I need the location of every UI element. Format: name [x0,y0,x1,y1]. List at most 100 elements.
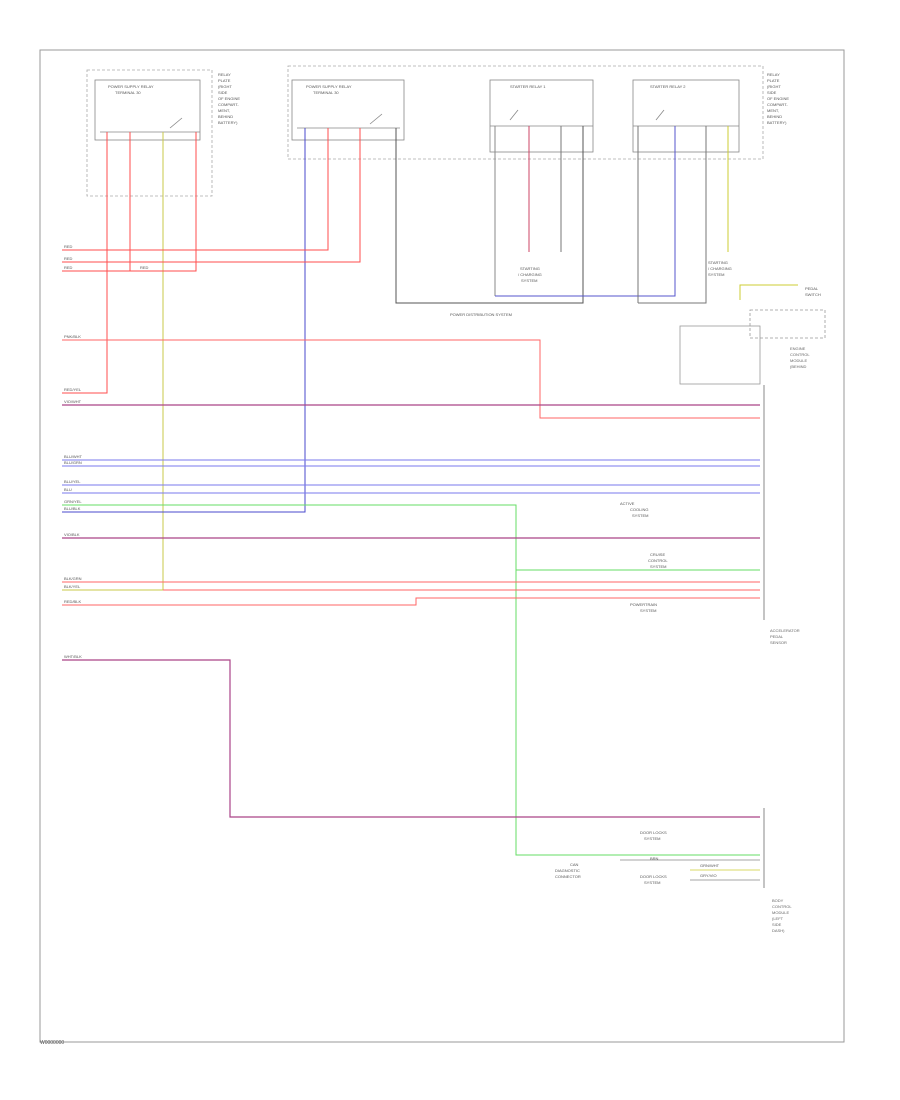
wire-label-red-1: RED [64,244,73,249]
wire-label-grn-yel: GRN/YEL [64,499,82,504]
svg-text:PEDAL: PEDAL [805,286,819,291]
wire-blu-drop [62,128,306,513]
svg-text:PLATE: PLATE [218,78,231,83]
svg-text:CRUISE: CRUISE [650,552,665,557]
relay-plate-note-right: RELAY PLATE (RIGHT SIDE OF ENGINE COMPAR… [767,72,789,125]
svg-text:RELAY: RELAY [767,72,780,77]
svg-text:SIDE: SIDE [772,922,782,927]
wire-label-red-t: RED [140,265,149,270]
wire-label-blu-yel: BLU/YEL [64,479,81,484]
diagram-footer-code: W0000000 [40,1040,65,1046]
svg-text:BATTERY): BATTERY) [767,120,787,125]
pedal-switch-note: PEDAL SWITCH [805,286,821,297]
svg-text:(RIGHT: (RIGHT [218,84,232,89]
wire-starter2-c [638,126,707,304]
powertrain-reference: POWERTRAIN SYSTEM [630,602,657,613]
wire-label-red-blk: RED/BLK [64,599,81,604]
svg-text:COOLING: COOLING [630,507,648,512]
svg-text:DOOR LOCKS: DOOR LOCKS [640,874,667,879]
door-locks-reference-1: DOOR LOCKS SYSTEM [640,830,667,841]
relay-plate-right [287,65,764,160]
svg-text:ACCELERATOR: ACCELERATOR [770,628,800,633]
svg-text:MODULE: MODULE [772,910,789,915]
power-supply-relay-left [94,79,201,141]
wire-grn-yel-drop [62,132,164,591]
relay-left-subtitle: TERMINAL 30 [115,90,141,95]
door-locks-reference-2: DOOR LOCKS SYSTEM [640,874,667,885]
svg-text:/ CHARGING: / CHARGING [708,266,732,271]
wire-blk-drop [395,126,584,304]
engine-control-module-label: ENGINE CONTROL MODULE (BEHIND [790,346,810,369]
svg-text:SYSTEM: SYSTEM [708,272,724,277]
relay-plate-note-left: RELAY PLATE (RIGHT SIDE OF ENGINE COMPAR… [218,72,240,125]
wire-label-blk-yel: BLK/YEL [64,584,81,589]
svg-text:BODY: BODY [772,898,784,903]
cruise-control-reference: CRUISE CONTROL SYSTEM [648,552,668,569]
wire-pnk-blk-main [62,339,760,419]
svg-text:STARTING: STARTING [708,260,728,265]
wire-grn-yel [62,504,760,856]
svg-text:PLATE: PLATE [767,78,780,83]
wire-label-vio-blk: VIO/BLK [64,532,80,537]
power-supply-relay-mid [291,79,405,141]
cooling-system-reference: ACTIVE COOLING SYSTEM [620,501,648,518]
svg-text:ENGINE: ENGINE [790,346,806,351]
svg-text:CAN: CAN [570,862,579,867]
starter-relay-2-title: STARTER RELAY 2 [650,84,686,89]
power-distribution-reference: POWER DISTRIBUTION SYSTEM [450,312,512,317]
wire-starter2-blu [495,126,676,297]
wire-label-blk-grn: BLK/GRN [64,576,82,581]
wire-red-yel-drop [62,132,108,394]
svg-text:CONTROL: CONTROL [790,352,810,357]
svg-text:STARTING: STARTING [520,266,540,271]
body-control-module-label: BODY CONTROL MODULE (LEFT SIDE DASH) [772,898,792,933]
svg-text:CONTROL: CONTROL [648,558,668,563]
svg-text:CONTROL: CONTROL [772,904,792,909]
svg-text:SYSTEM: SYSTEM [644,836,660,841]
svg-text:ACTIVE: ACTIVE [620,501,635,506]
svg-text:RELAY: RELAY [218,72,231,77]
svg-text:DIAGNOSTIC: DIAGNOSTIC [555,868,580,873]
svg-text:DOOR LOCKS: DOOR LOCKS [640,830,667,835]
wire-red-drop-2 [130,132,197,272]
relay-left-title: POWER SUPPLY RELAY [108,84,154,89]
svg-text:OF ENGINE: OF ENGINE [767,96,789,101]
powertrain-module-label: ACCELERATOR PEDAL SENSOR [770,628,800,645]
wire-pnk-blk-low [62,659,760,818]
starter-relay-1-title: STARTER RELAY 1 [510,84,546,89]
svg-text:MENT,: MENT, [767,108,779,113]
engine-control-module-connector [679,325,761,385]
svg-text:SYSTEM: SYSTEM [640,608,656,613]
wire-label-blu-wht: BLU/WHT [64,454,83,459]
relay-mid-subtitle: TERMINAL 30 [313,90,339,95]
svg-text:SYSTEM: SYSTEM [521,278,537,283]
svg-text:/ CHARGING: / CHARGING [518,272,542,277]
svg-text:POWERTRAIN: POWERTRAIN [630,602,657,607]
starter-reference: STARTING / CHARGING SYSTEM [518,266,542,283]
svg-text:SWITCH: SWITCH [805,292,821,297]
wire-pedal-yel [739,284,798,300]
svg-text:OF ENGINE: OF ENGINE [218,96,240,101]
relay-mid-title: POWER SUPPLY RELAY [306,84,352,89]
svg-text:SYSTEM: SYSTEM [644,880,660,885]
diagnostic-connector-reference: CAN DIAGNOSTIC CONNECTOR [555,862,581,879]
wire-label-red-yel: RED/YEL [64,387,82,392]
svg-text:SENSOR: SENSOR [770,640,787,645]
svg-text:MENT,: MENT, [218,108,230,113]
svg-text:PEDAL: PEDAL [770,634,784,639]
svg-text:CONNECTOR: CONNECTOR [555,874,581,879]
wire-label-vio-wht: VIO/WHT [64,399,82,404]
svg-text:SIDE: SIDE [218,90,228,95]
wire-label-blu: BLU [64,487,72,492]
wire-label-right-grn-wht: GRN/WHT [700,863,720,868]
wire-label-blu-grn: BLU/GRN [64,460,82,465]
starter-relay-2 [632,79,740,153]
svg-text:SIDE: SIDE [767,90,777,95]
wire-pnk-blk-2 [62,597,760,606]
svg-text:SYSTEM: SYSTEM [632,513,648,518]
starting-reference-2: STARTING / CHARGING SYSTEM [708,260,732,277]
svg-text:COMPART-: COMPART- [218,102,239,107]
wire-label-right-gry-vio: GRY/VIO [700,873,717,878]
wire-label-pnk-blk: PNK/BLK [64,334,81,339]
